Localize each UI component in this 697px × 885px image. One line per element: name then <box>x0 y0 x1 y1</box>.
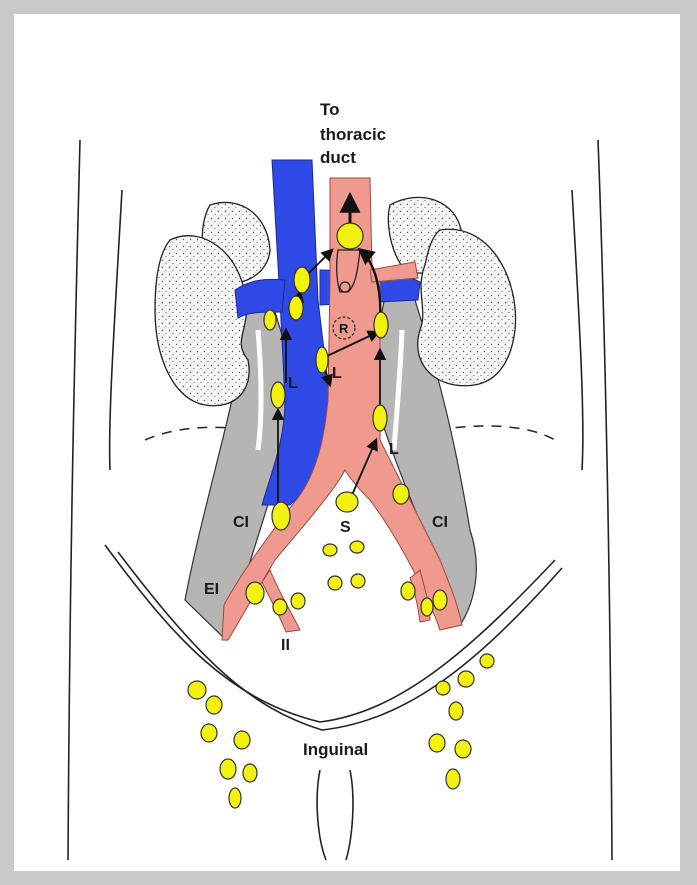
lymph-node <box>206 696 222 714</box>
lymph-node <box>449 702 463 720</box>
lymph-node <box>243 764 257 782</box>
lymphatic-diagram: To thoracic duct L L L R S CI CI EI II I… <box>14 14 680 871</box>
label-inguinal: Inguinal <box>303 740 368 759</box>
label-lumbar-left: L <box>288 375 298 392</box>
lymph-node <box>446 769 460 789</box>
lymph-node <box>291 593 305 609</box>
label-lumbar-right: L <box>389 441 399 458</box>
lymph-node <box>272 502 290 530</box>
lymph-node <box>480 654 494 668</box>
label-duct: duct <box>320 148 356 167</box>
lymph-node <box>455 740 471 758</box>
lymph-node <box>273 599 287 615</box>
lymph-node <box>393 484 409 504</box>
lymph-node <box>336 492 358 512</box>
lymph-node <box>373 405 387 431</box>
lymph-node <box>316 347 328 373</box>
label-sacral: S <box>340 519 351 536</box>
lymph-node <box>246 582 264 604</box>
lymph-node <box>271 382 285 408</box>
lymph-node <box>328 576 342 590</box>
lymph-node <box>229 788 241 808</box>
diagram-frame: To thoracic duct L L L R S CI CI EI II I… <box>14 14 680 871</box>
label-to: To <box>320 100 340 119</box>
lymph-node <box>201 724 217 742</box>
label-external-iliac: EI <box>204 581 219 598</box>
lymph-node <box>436 681 450 695</box>
lymph-node <box>323 544 337 556</box>
lymph-node <box>401 582 415 600</box>
lymph-node <box>350 541 364 553</box>
lymph-node <box>234 731 250 749</box>
lymph-node <box>433 590 447 610</box>
lymph-node <box>374 312 388 338</box>
lymph-node <box>289 296 303 320</box>
lymph-node <box>429 734 445 752</box>
lymph-node <box>421 598 433 616</box>
label-common-iliac-right: CI <box>432 514 448 531</box>
lymph-node <box>188 681 206 699</box>
label-lumbar-center: L <box>332 365 342 382</box>
label-common-iliac-left: CI <box>233 514 249 531</box>
lymph-node <box>458 671 474 687</box>
label-retroaortic: R <box>339 321 349 336</box>
lymph-node <box>264 310 276 330</box>
lymph-node <box>294 267 310 293</box>
lymph-node <box>351 574 365 588</box>
lymph-node <box>220 759 236 779</box>
label-internal-iliac: II <box>281 637 290 654</box>
label-thoracic: thoracic <box>320 125 386 144</box>
lymph-node <box>337 223 363 249</box>
